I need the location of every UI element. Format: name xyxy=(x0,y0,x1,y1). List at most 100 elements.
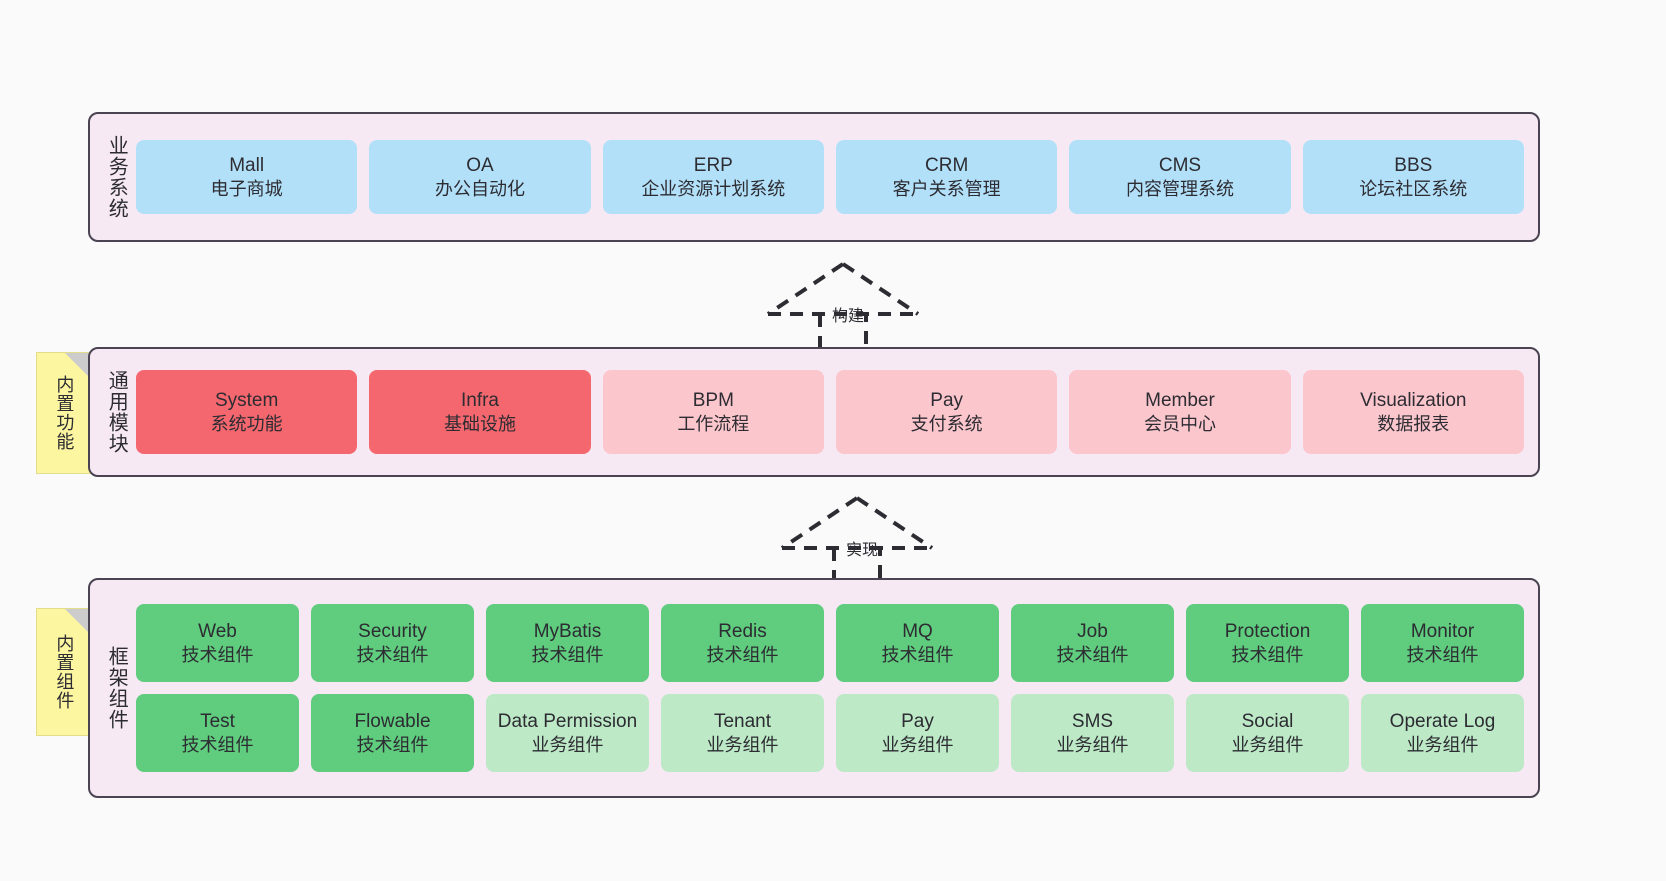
node-tenant[interactable]: Tenant 业务组件 xyxy=(661,694,824,772)
node-pay-module-title: Pay xyxy=(930,389,964,411)
layer-business-systems-body: Mall 电子商城 OA 办公自动化 ERP 企业资源计划系统 CRM 客户关系… xyxy=(136,124,1524,230)
node-visualization-title: Visualization xyxy=(1360,389,1467,411)
node-mybatis-title: MyBatis xyxy=(533,620,602,642)
generalization-arrow-icon xyxy=(780,496,934,586)
business-systems-row: Mall 电子商城 OA 办公自动化 ERP 企业资源计划系统 CRM 客户关系… xyxy=(136,140,1524,214)
node-visualization-subtitle: 数据报表 xyxy=(1377,413,1450,434)
node-data-permission-subtitle: 业务组件 xyxy=(531,734,604,755)
node-pay-component[interactable]: Pay 业务组件 xyxy=(836,694,999,772)
node-bpm-title: BPM xyxy=(692,389,734,411)
node-mybatis[interactable]: MyBatis 技术组件 xyxy=(486,604,649,682)
node-security-title: Security xyxy=(358,620,427,642)
node-mybatis-subtitle: 技术组件 xyxy=(531,644,604,665)
connector-build: 构建 xyxy=(758,258,928,354)
node-visualization[interactable]: Visualization 数据报表 xyxy=(1302,370,1524,454)
node-member-title: Member xyxy=(1145,389,1215,411)
node-pay-component-subtitle: 业务组件 xyxy=(881,734,954,755)
node-security[interactable]: Security 技术组件 xyxy=(311,604,474,682)
node-mall-subtitle: 电子商城 xyxy=(210,178,283,199)
layer-common-modules-label: 通用模块 xyxy=(105,370,128,454)
node-bbs-subtitle: 论坛社区系统 xyxy=(1359,178,1468,199)
node-operate-log-subtitle: 业务组件 xyxy=(1406,734,1479,755)
node-security-subtitle: 技术组件 xyxy=(356,644,429,665)
node-monitor-subtitle: 技术组件 xyxy=(1406,644,1479,665)
node-flowable[interactable]: Flowable 技术组件 xyxy=(311,694,474,772)
node-mall-title: Mall xyxy=(229,154,265,176)
node-erp-subtitle: 企业资源计划系统 xyxy=(641,178,786,199)
framework-business-row: Test 技术组件 Flowable 技术组件 Data Permission … xyxy=(136,694,1524,772)
node-data-permission[interactable]: Data Permission 业务组件 xyxy=(486,694,649,772)
node-mq-title: MQ xyxy=(902,620,933,642)
node-flowable-subtitle: 技术组件 xyxy=(356,734,429,755)
node-member[interactable]: Member 会员中心 xyxy=(1069,370,1291,454)
node-job[interactable]: Job 技术组件 xyxy=(1011,604,1174,682)
node-test-title: Test xyxy=(200,710,235,732)
node-tenant-title: Tenant xyxy=(713,710,772,732)
node-bpm-subtitle: 工作流程 xyxy=(677,413,750,434)
node-flowable-title: Flowable xyxy=(354,710,431,732)
generalization-arrow-icon xyxy=(766,262,920,352)
node-pay-module[interactable]: Pay 支付系统 xyxy=(835,370,1058,454)
node-oa-title: OA xyxy=(466,154,494,176)
node-data-permission-title: Data Permission xyxy=(497,710,638,732)
node-infra-subtitle: 基础设施 xyxy=(443,413,516,434)
node-social-title: Social xyxy=(1241,710,1294,732)
node-job-title: Job xyxy=(1077,620,1108,642)
node-cms[interactable]: CMS 内容管理系统 xyxy=(1069,140,1291,214)
node-sms-title: SMS xyxy=(1071,710,1114,732)
node-bbs-title: BBS xyxy=(1394,154,1433,176)
layer-framework-components: 框架组件 Web 技术组件 Security 技术组件 MyBatis 技术组件… xyxy=(88,578,1540,798)
node-tenant-subtitle: 业务组件 xyxy=(706,734,779,755)
node-crm-subtitle: 客户关系管理 xyxy=(892,178,1001,199)
node-mq[interactable]: MQ 技术组件 xyxy=(836,604,999,682)
node-protection-title: Protection xyxy=(1224,620,1311,642)
node-oa-subtitle: 办公自动化 xyxy=(434,178,525,199)
node-job-subtitle: 技术组件 xyxy=(1056,644,1129,665)
node-bbs[interactable]: BBS 论坛社区系统 xyxy=(1302,140,1524,214)
node-pay-component-title: Pay xyxy=(901,710,934,732)
node-mq-subtitle: 技术组件 xyxy=(881,644,954,665)
layer-common-modules-body: System 系统功能 Infra 基础设施 BPM 工作流程 Pay 支付系统… xyxy=(136,359,1524,465)
node-system-subtitle: 系统功能 xyxy=(210,413,283,434)
node-erp[interactable]: ERP 企业资源计划系统 xyxy=(602,140,824,214)
node-oa[interactable]: OA 办公自动化 xyxy=(369,140,591,214)
sticky-note-builtin-features-text: 内置功能 xyxy=(54,375,75,451)
node-operate-log[interactable]: Operate Log 业务组件 xyxy=(1361,694,1524,772)
node-web[interactable]: Web 技术组件 xyxy=(136,604,299,682)
node-protection-subtitle: 技术组件 xyxy=(1231,644,1304,665)
node-redis[interactable]: Redis 技术组件 xyxy=(661,604,824,682)
node-pay-module-subtitle: 支付系统 xyxy=(910,413,983,434)
node-erp-title: ERP xyxy=(693,154,733,176)
layer-common-modules: 通用模块 System 系统功能 Infra 基础设施 BPM 工作流程 Pay… xyxy=(88,347,1540,477)
node-crm-title: CRM xyxy=(925,154,969,176)
node-protection[interactable]: Protection 技术组件 xyxy=(1186,604,1349,682)
node-social[interactable]: Social 业务组件 xyxy=(1186,694,1349,772)
layer-business-systems-label: 业务系统 xyxy=(105,135,128,219)
node-crm[interactable]: CRM 客户关系管理 xyxy=(835,140,1058,214)
layer-framework-components-label: 框架组件 xyxy=(105,646,128,730)
node-operate-log-title: Operate Log xyxy=(1389,710,1496,732)
node-web-subtitle: 技术组件 xyxy=(181,644,254,665)
sticky-note-builtin-components-text: 内置组件 xyxy=(54,634,75,710)
sticky-note-builtin-components: 内置组件 xyxy=(36,608,92,736)
layer-framework-components-body: Web 技术组件 Security 技术组件 MyBatis 技术组件 Redi… xyxy=(136,590,1524,786)
connector-realize: 实现 xyxy=(772,492,942,588)
node-sms[interactable]: SMS 业务组件 xyxy=(1011,694,1174,772)
node-infra[interactable]: Infra 基础设施 xyxy=(369,370,591,454)
connector-realize-label: 实现 xyxy=(846,542,879,559)
layer-business-systems: 业务系统 Mall 电子商城 OA 办公自动化 ERP 企业资源计划系统 CRM… xyxy=(88,112,1540,242)
connector-build-label: 构建 xyxy=(832,308,865,325)
node-cms-subtitle: 内容管理系统 xyxy=(1125,178,1234,199)
node-redis-title: Redis xyxy=(718,620,767,642)
node-infra-title: Infra xyxy=(460,389,499,411)
node-monitor-title: Monitor xyxy=(1410,620,1475,642)
node-cms-title: CMS xyxy=(1158,154,1202,176)
node-test[interactable]: Test 技术组件 xyxy=(136,694,299,772)
node-monitor[interactable]: Monitor 技术组件 xyxy=(1361,604,1524,682)
node-bpm[interactable]: BPM 工作流程 xyxy=(602,370,824,454)
node-system[interactable]: System 系统功能 xyxy=(136,370,358,454)
node-social-subtitle: 业务组件 xyxy=(1231,734,1304,755)
node-mall[interactable]: Mall 电子商城 xyxy=(136,140,358,214)
node-redis-subtitle: 技术组件 xyxy=(706,644,779,665)
node-member-subtitle: 会员中心 xyxy=(1143,413,1216,434)
